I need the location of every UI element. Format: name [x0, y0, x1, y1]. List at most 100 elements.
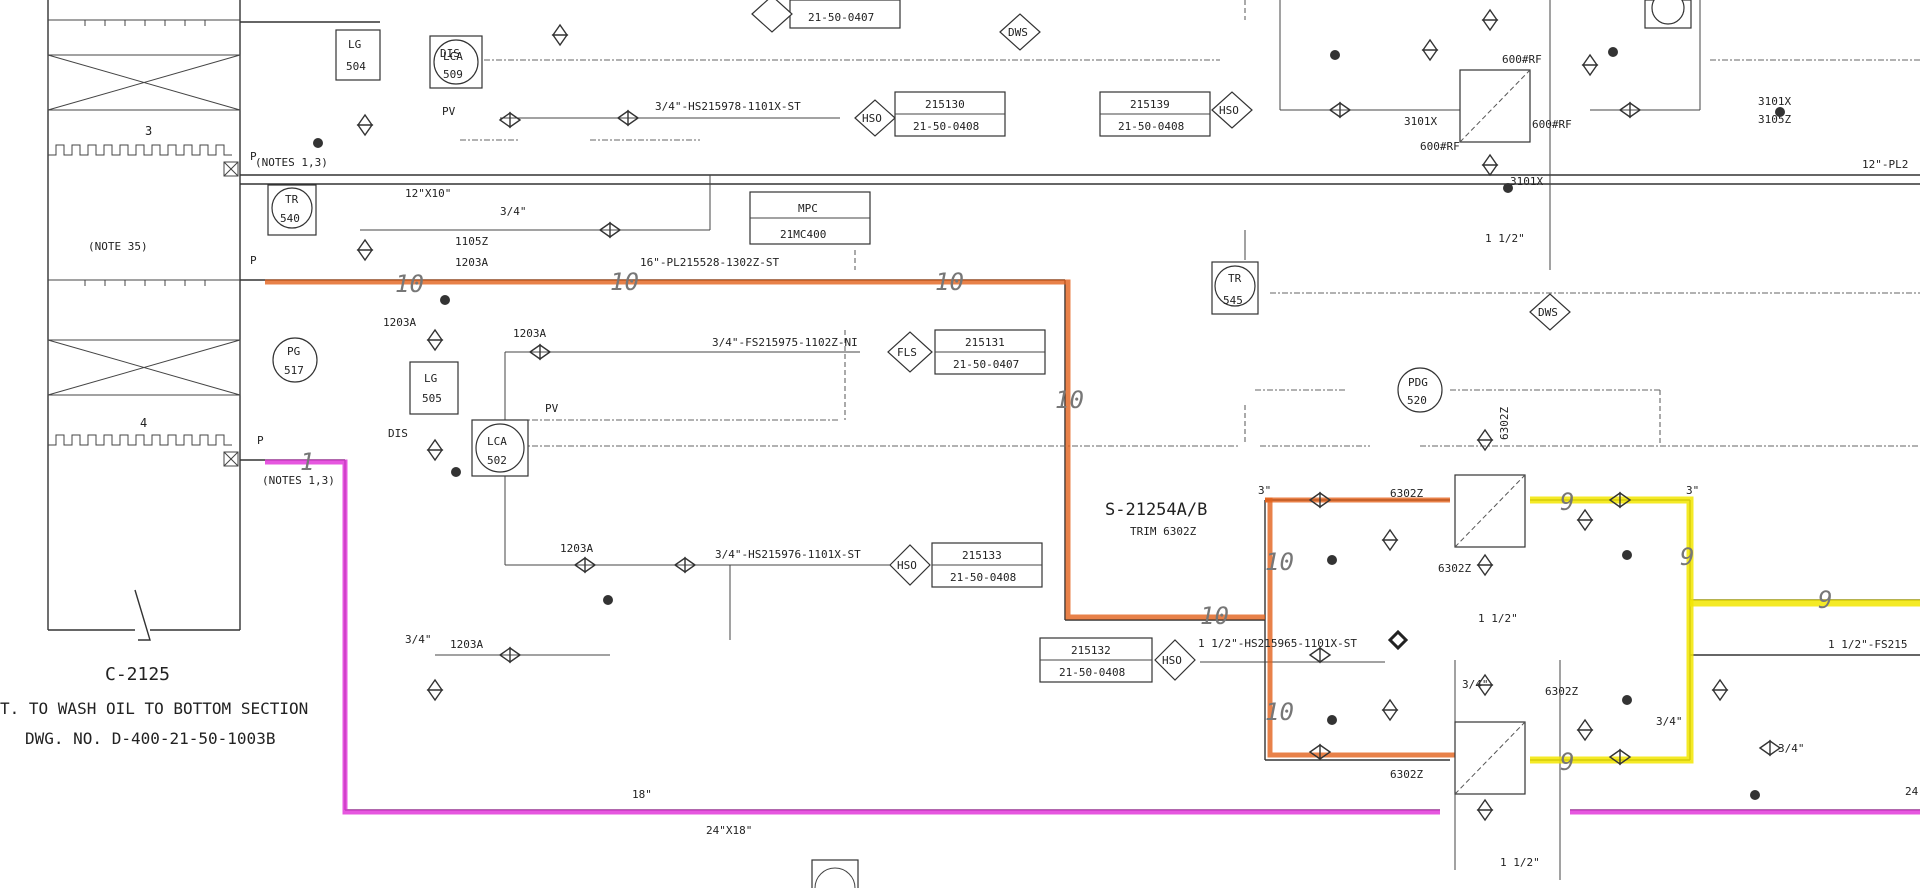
label-3-4-d: 3/4" — [1656, 715, 1683, 728]
tray-4-label: 4 — [140, 416, 147, 430]
label-1203a-d: 1203A — [560, 542, 593, 555]
label-3in-b: 3" — [1686, 484, 1699, 497]
vessel-note-2: DWG. NO. D-400-21-50-1003B — [25, 729, 275, 748]
label-3101x-b: 3101X — [1510, 175, 1543, 188]
hso-diamond-2: HSO — [1211, 91, 1253, 129]
refbox-215139[interactable]: 215139 21-50-0408 — [1099, 91, 1211, 137]
handwritten-marks: 10 10 10 10 10 10 10 9 9 9 9 1 — [300, 268, 1832, 776]
strainer-a — [1454, 474, 1526, 548]
svg-text:HSO: HSO — [862, 112, 882, 125]
strainer-tag: S-21254A/B — [1105, 500, 1207, 520]
label-3in-a: 3" — [1258, 484, 1271, 497]
label-1203a-b: 1203A — [383, 316, 416, 329]
refbox-215133[interactable]: 215133 21-50-0408 — [931, 542, 1043, 588]
highlight-yellow-route — [1530, 496, 1920, 764]
svg-text:517: 517 — [284, 364, 304, 377]
mpc-21mc400[interactable]: MPC 21MC400 — [749, 191, 871, 245]
nozzle-p-a: P — [250, 150, 257, 163]
svg-text:MPC: MPC — [798, 202, 818, 215]
hso-diamond-3: HSO — [889, 544, 931, 586]
svg-text:504: 504 — [346, 60, 366, 73]
label-6302z-a: 6302Z — [1390, 487, 1423, 500]
label-3-4-e: 3/4" — [1778, 742, 1805, 755]
svg-text:509: 509 — [443, 68, 463, 81]
svg-text:21-50-0408: 21-50-0408 — [913, 120, 979, 133]
label-1105z-a: 1105Z — [455, 235, 488, 248]
svg-text:9: 9 — [1560, 748, 1574, 776]
label-6302z-c: 6302Z — [1545, 685, 1578, 698]
hso-diamond-1: HSO — [854, 99, 896, 137]
svg-text:10: 10 — [935, 268, 964, 296]
dws-diamond-1: DWS — [999, 13, 1041, 51]
svg-text:9: 9 — [1818, 586, 1832, 614]
svg-text:215131: 215131 — [965, 336, 1005, 349]
label-600rf-b: 600#RF — [1532, 118, 1572, 131]
svg-text:9: 9 — [1680, 543, 1694, 571]
vessel-note-1: T. TO WASH OIL TO BOTTOM SECTION — [0, 699, 308, 718]
label-pv-a: PV — [442, 105, 456, 118]
signal-lines — [460, 0, 1920, 447]
svg-text:9: 9 — [1560, 488, 1574, 516]
note-35: (NOTE 35) — [88, 240, 148, 253]
svg-text:DWS: DWS — [1538, 306, 1558, 319]
vessel-tag: C-2125 — [105, 664, 170, 685]
label-1-1-2-c: 1 1/2" — [1500, 856, 1540, 869]
pdg-520[interactable]: PDG 520 — [1397, 367, 1443, 413]
svg-text:LCA: LCA — [443, 50, 463, 63]
svg-text:10: 10 — [610, 268, 639, 296]
pg-517[interactable]: PG 517 — [272, 337, 318, 383]
lca-502[interactable]: LCA 502 — [471, 419, 529, 477]
svg-text:PDG: PDG — [1408, 376, 1428, 389]
svg-text:PG: PG — [287, 345, 300, 358]
nozzle-p-c: P — [257, 434, 264, 447]
label-3-4-b: 3/4" — [405, 633, 432, 646]
svg-text:10: 10 — [395, 270, 424, 298]
tr-545[interactable]: TR 545 — [1211, 261, 1259, 315]
svg-text:TR: TR — [1228, 272, 1242, 285]
label-3-4-a: 3/4" — [500, 205, 527, 218]
tray-3-label: 3 — [145, 124, 152, 138]
line-tag-hs215976: 3/4"-HS215976-1101X-ST — [715, 548, 861, 561]
refbox-top-partial[interactable]: 21-50-0407 — [789, 0, 901, 29]
svg-text:10: 10 — [1265, 698, 1294, 726]
line-tag-fs-right: 1 1/2"-FS215 — [1828, 638, 1907, 651]
notes-13-a: (NOTES 1,3) — [255, 156, 328, 169]
label-24: 24 — [1905, 785, 1919, 798]
fls-diamond: FLS — [887, 331, 933, 373]
svg-text:215139: 215139 — [1130, 98, 1170, 111]
hso-diamond-4: HSO — [1154, 639, 1196, 681]
line-tag-hs215965: 1 1/2"-HS215965-1101X-ST — [1198, 637, 1357, 650]
svg-text:LG: LG — [424, 372, 437, 385]
strainer-trim: TRIM 6302Z — [1130, 525, 1197, 538]
label-3-4-c: 3/4" — [1462, 678, 1489, 691]
hso-top-partial — [751, 0, 793, 33]
highlight-orange-route — [265, 279, 1455, 758]
bottom-gauge-partial — [811, 859, 859, 888]
svg-text:21-50-0407: 21-50-0407 — [953, 358, 1019, 371]
lg-505[interactable]: LG 505 — [409, 361, 459, 415]
dws-diamond-2: DWS — [1529, 293, 1571, 331]
svg-text:215133: 215133 — [962, 549, 1002, 562]
strainer-top-right — [1459, 69, 1531, 143]
label-dis-b: DIS — [388, 427, 408, 440]
svg-text:FLS: FLS — [897, 346, 917, 359]
lg-504[interactable]: LG 504 — [335, 29, 381, 81]
notes-13-b: (NOTES 1,3) — [262, 474, 335, 487]
refbox-215130[interactable]: 215130 21-50-0408 — [894, 91, 1006, 137]
refbox-215131[interactable]: 215131 21-50-0407 — [934, 329, 1046, 375]
highlight-magenta-route — [265, 459, 1920, 815]
ti-540[interactable]: TR 540 — [267, 184, 317, 236]
label-3101x-a: 3101X — [1404, 115, 1437, 128]
line-tag-pl-right: 12"-PL2 — [1862, 158, 1908, 171]
label-6302z-e: 6302Z — [1498, 407, 1511, 440]
lca-509[interactable]: LCA 509 — [429, 35, 483, 89]
refbox-215132[interactable]: 215132 21-50-0408 — [1039, 637, 1153, 683]
line-tag-pl215528: 16"-PL215528-1302Z-ST — [640, 256, 779, 269]
label-1203a-c: 1203A — [513, 327, 546, 340]
svg-text:21MC400: 21MC400 — [780, 228, 826, 241]
label-600rf-a: 600#RF — [1502, 53, 1542, 66]
label-6302z-d: 6302Z — [1390, 768, 1423, 781]
svg-text:21-50-0408: 21-50-0408 — [950, 571, 1016, 584]
top-right-gauge-partial — [1644, 0, 1692, 29]
